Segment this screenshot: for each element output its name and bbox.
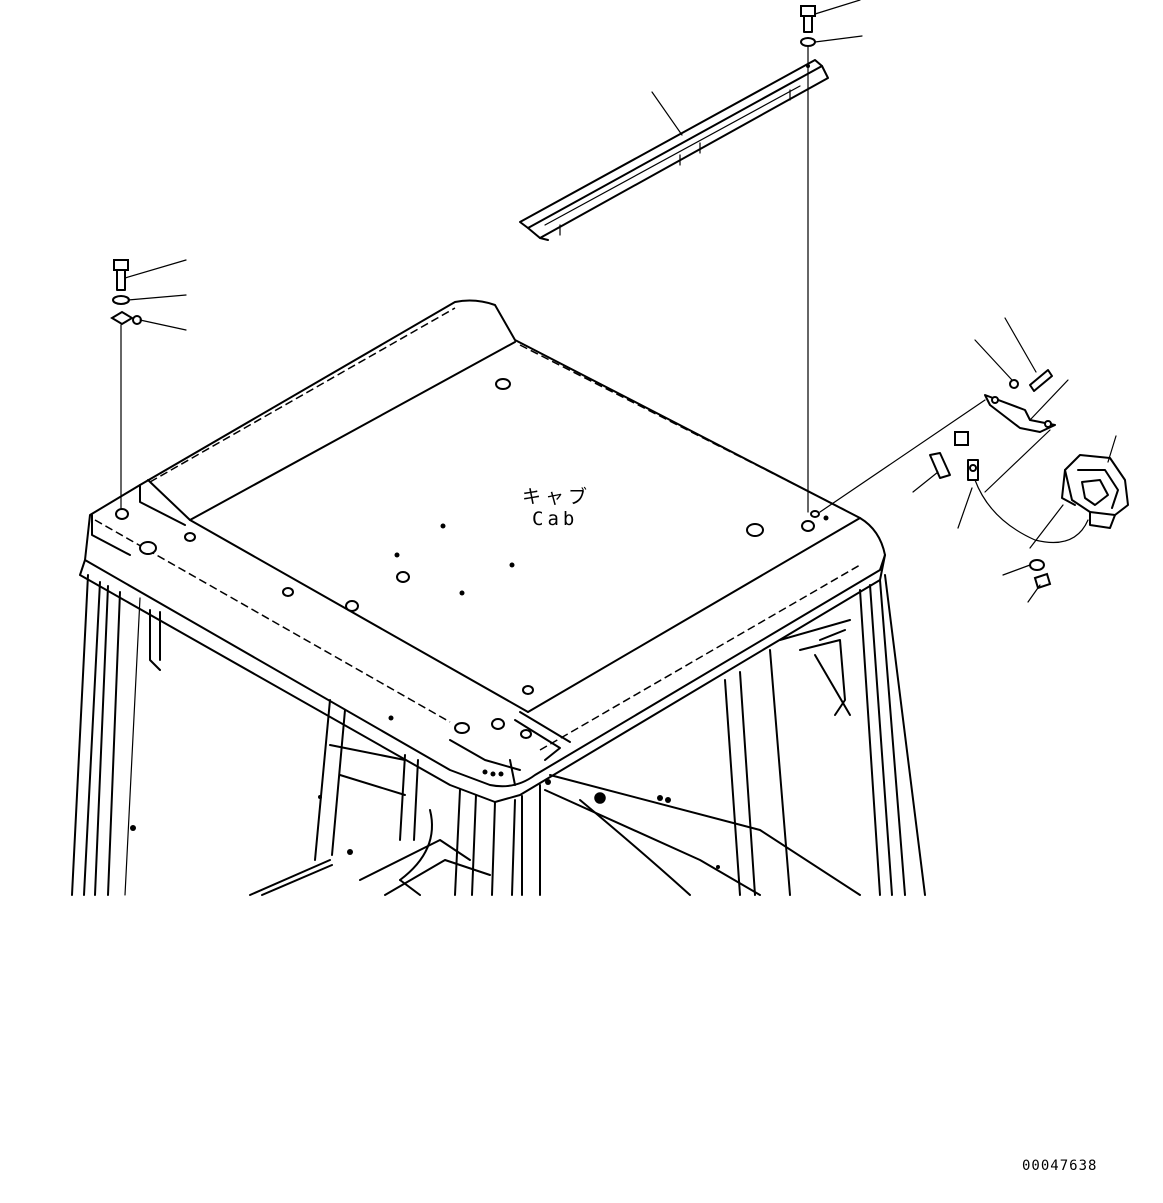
roof-rail — [519, 59, 829, 241]
lamp-assembly — [819, 369, 1129, 590]
top-bolt-assembly — [800, 5, 816, 513]
leader-lines — [124, 0, 1117, 603]
left-bolt-assembly — [110, 259, 142, 509]
cab-label-english: Cab — [532, 508, 579, 530]
drawing-number: 00047638 — [1022, 1158, 1098, 1174]
cab-label-japanese: キャブ — [522, 486, 592, 508]
roof-mount-bosses — [115, 378, 829, 777]
cab-frame — [71, 574, 926, 896]
cab-roof — [79, 299, 886, 803]
